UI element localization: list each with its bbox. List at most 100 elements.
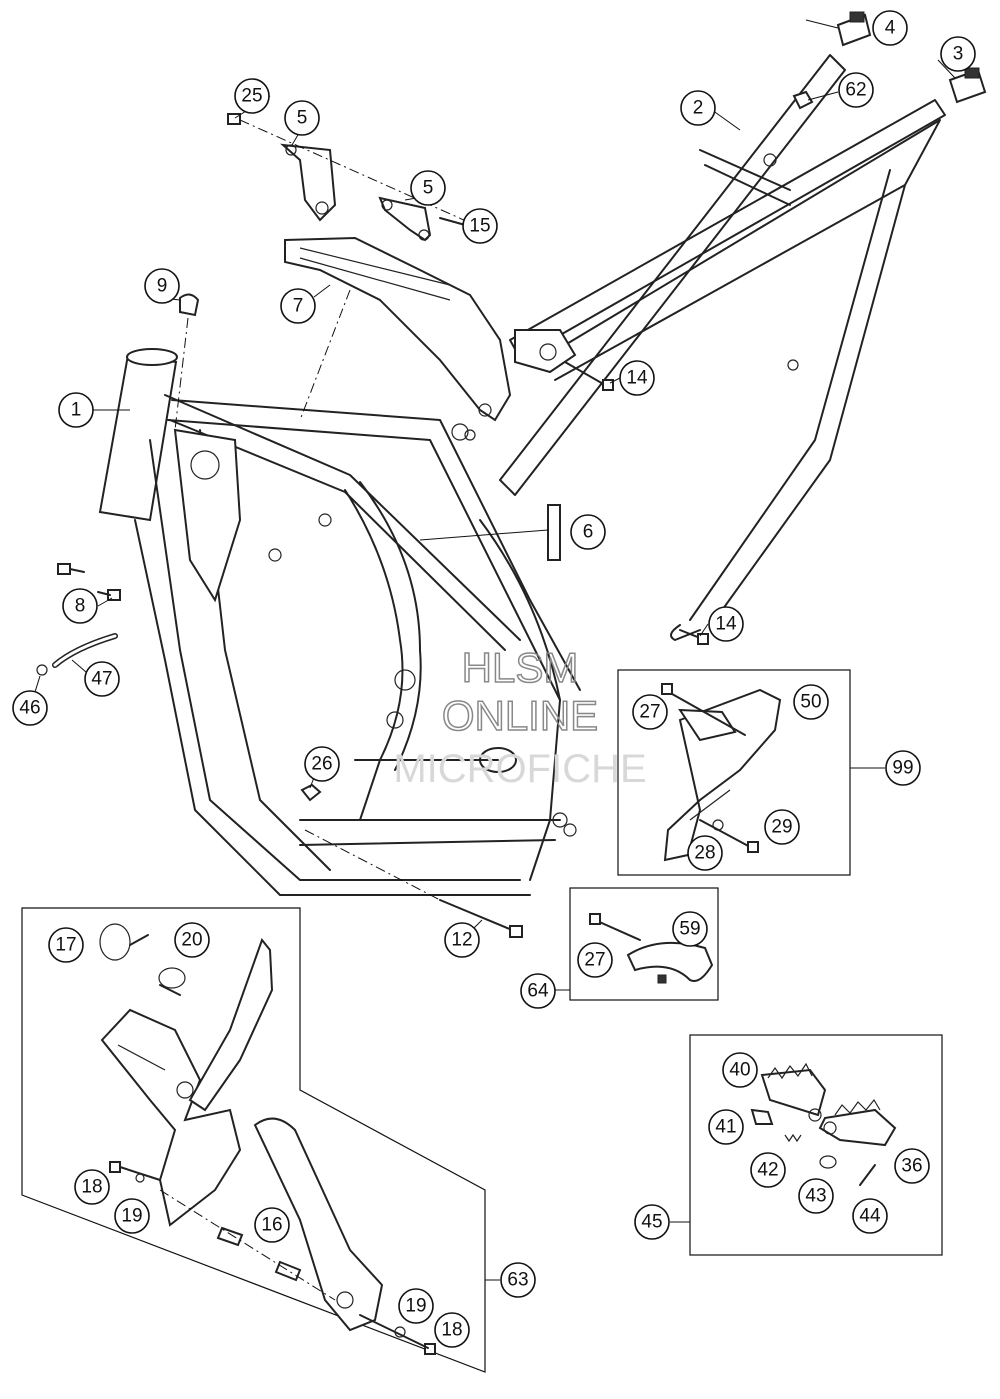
callout-59: 59 xyxy=(672,911,708,947)
group-99-box xyxy=(617,669,885,876)
clip-9 xyxy=(174,293,200,431)
nut-62 xyxy=(792,90,814,110)
svg-text:27: 27 xyxy=(639,702,660,723)
watermark-line2: ONLINE xyxy=(442,692,598,739)
nut-26 xyxy=(300,783,322,802)
callout-41: 41 xyxy=(708,1109,744,1145)
hose-47 xyxy=(52,633,118,668)
svg-text:16: 16 xyxy=(261,1215,282,1236)
callout-26: 26 xyxy=(304,746,340,782)
end-cap-4 xyxy=(836,11,872,47)
callout-9: 9 xyxy=(144,268,180,304)
svg-text:18: 18 xyxy=(81,1177,102,1198)
svg-text:5: 5 xyxy=(297,108,308,129)
callout-6: 6 xyxy=(570,514,606,550)
callout-46: 46 xyxy=(12,690,48,726)
group-63-box xyxy=(21,907,500,1373)
svg-text:99: 99 xyxy=(892,758,913,779)
group-45-box xyxy=(670,1034,943,1256)
svg-text:64: 64 xyxy=(527,981,549,1002)
svg-text:45: 45 xyxy=(641,1212,662,1233)
svg-text:27: 27 xyxy=(584,950,605,971)
svg-text:4: 4 xyxy=(885,18,896,39)
svg-text:3: 3 xyxy=(953,44,964,65)
callout-5a: 5 xyxy=(284,100,320,136)
strap-6 xyxy=(419,504,561,561)
svg-text:47: 47 xyxy=(91,669,112,690)
svg-text:59: 59 xyxy=(679,919,700,940)
callout-16: 16 xyxy=(254,1207,290,1243)
callout-14a: 14 xyxy=(619,360,655,396)
svg-text:6: 6 xyxy=(583,522,594,543)
callout-8: 8 xyxy=(62,588,98,624)
callout-99: 99 xyxy=(885,750,921,786)
callout-45: 45 xyxy=(634,1204,670,1240)
callout-42: 42 xyxy=(750,1152,786,1188)
svg-text:63: 63 xyxy=(507,1270,528,1291)
callout-28: 28 xyxy=(687,835,723,871)
callout-7: 7 xyxy=(280,288,316,324)
callout-14b: 14 xyxy=(708,606,744,642)
callout-12: 12 xyxy=(444,922,480,958)
svg-text:7: 7 xyxy=(293,296,304,317)
callout-3: 3 xyxy=(940,36,976,72)
svg-text:62: 62 xyxy=(845,80,866,101)
end-cap-3 xyxy=(948,67,987,104)
svg-text:14: 14 xyxy=(626,368,648,389)
svg-text:29: 29 xyxy=(771,817,792,838)
engine-brackets-5 xyxy=(239,119,476,242)
group-64-box xyxy=(555,887,719,1001)
svg-text:43: 43 xyxy=(805,1186,826,1207)
callout-5b: 5 xyxy=(410,170,446,206)
bolt-25 xyxy=(227,113,241,125)
callout-43: 43 xyxy=(798,1178,834,1214)
svg-text:14: 14 xyxy=(715,614,737,635)
callout-27b: 27 xyxy=(577,942,613,978)
callout-25: 25 xyxy=(234,78,270,114)
svg-text:19: 19 xyxy=(405,1296,426,1317)
svg-text:28: 28 xyxy=(694,843,715,864)
svg-text:5: 5 xyxy=(423,178,434,199)
svg-text:19: 19 xyxy=(121,1206,142,1227)
svg-text:2: 2 xyxy=(693,98,704,119)
callout-50: 50 xyxy=(793,684,829,720)
svg-text:15: 15 xyxy=(469,216,490,237)
bolt-14-lower xyxy=(679,629,709,645)
callout-64: 64 xyxy=(520,973,556,1009)
svg-text:44: 44 xyxy=(859,1206,881,1227)
bolts-8 xyxy=(57,563,121,601)
callout-4: 4 xyxy=(872,10,908,46)
svg-text:46: 46 xyxy=(19,698,40,719)
bolt-14-upper xyxy=(564,361,614,391)
subframe xyxy=(499,54,946,641)
watermark-line1: HLSM xyxy=(462,644,579,691)
svg-text:26: 26 xyxy=(311,754,332,775)
bolt-12 xyxy=(439,899,523,938)
svg-text:18: 18 xyxy=(441,1320,462,1341)
callout-19b: 19 xyxy=(398,1288,434,1324)
svg-text:41: 41 xyxy=(715,1117,736,1138)
callout-40: 40 xyxy=(722,1052,758,1088)
svg-text:42: 42 xyxy=(757,1160,778,1181)
svg-text:20: 20 xyxy=(181,930,202,951)
callout-29: 29 xyxy=(764,809,800,845)
watermark: MICROFICHE HLSM ONLINE xyxy=(393,643,646,791)
callout-20: 20 xyxy=(174,922,210,958)
callout-36: 36 xyxy=(894,1148,930,1184)
main-frame xyxy=(98,348,581,901)
callout-27a: 27 xyxy=(632,694,668,730)
svg-text:17: 17 xyxy=(55,935,76,956)
watermark-line3: MICROFICHE xyxy=(393,747,646,791)
callout-44: 44 xyxy=(852,1198,888,1234)
callout-63: 63 xyxy=(500,1262,536,1298)
svg-text:25: 25 xyxy=(241,86,262,107)
svg-text:36: 36 xyxy=(901,1156,922,1177)
callout-15: 15 xyxy=(462,208,498,244)
callout-18b: 18 xyxy=(434,1312,470,1348)
callout-19a: 19 xyxy=(114,1198,150,1234)
cable-guide-7 xyxy=(284,236,512,422)
svg-text:12: 12 xyxy=(451,930,472,951)
svg-text:40: 40 xyxy=(729,1060,750,1081)
callout-18a: 18 xyxy=(74,1169,110,1205)
